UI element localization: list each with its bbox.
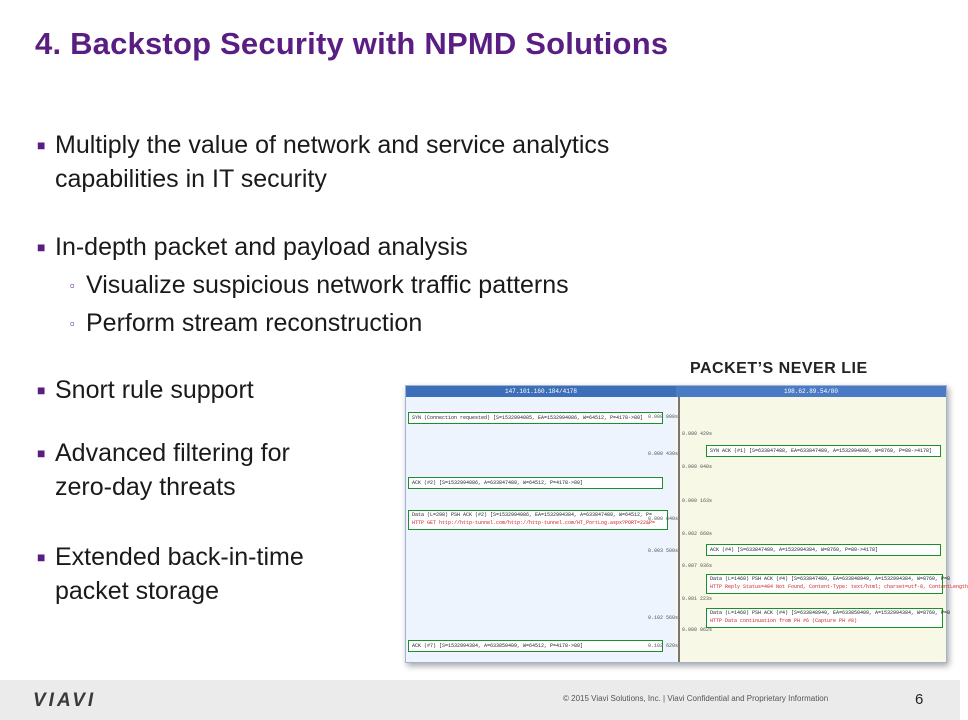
screenshot-caption: PACKET’S NEVER LIE <box>690 360 868 377</box>
bullet-marker: ■ <box>37 137 46 153</box>
bullet-text: Extended back-in-time <box>55 543 304 571</box>
time-label: 0.000 048s <box>682 464 713 470</box>
event-http-line: HTTP Data continuation from PH #6 (Captu… <box>710 618 858 624</box>
time-label: 0.000 062s <box>682 627 713 633</box>
bullet-marker: ■ <box>37 382 46 398</box>
time-label: 0.003 500s <box>648 548 679 554</box>
bullet-text: Snort rule support <box>55 376 254 404</box>
packet-event-data: Data (L=1460) PSH ACK (#4) [S=633847489,… <box>706 574 968 594</box>
bullet-text-cont: packet storage <box>55 577 219 605</box>
bullet-text: Advanced filtering for <box>55 439 290 467</box>
packet-event-data: Data (L=1460) PSH ACK (#4) [S=633848949,… <box>706 608 951 628</box>
event-line: Data (L=1460) PSH ACK (#4) [S=633847489,… <box>710 576 951 582</box>
bullet-text: Multiply the value of network and servic… <box>55 131 610 159</box>
bullet-marker: ■ <box>37 549 46 565</box>
sub-bullet-visualize: ▫ Visualize suspicious network traffic p… <box>70 268 569 302</box>
packet-event: ACK (#7) [S=1532994384, A=633850409, W=6… <box>408 640 663 652</box>
left-host-header: 147.101.160.184/4178 <box>406 386 676 397</box>
time-label: 0.000 429s <box>682 431 713 437</box>
time-label: 0.007 936s <box>682 563 713 569</box>
sub-bullet-text: Visualize suspicious network traffic pat… <box>86 271 569 299</box>
viavi-logo: VIAVI <box>33 690 97 711</box>
bullet-marker: ■ <box>37 445 46 461</box>
time-label: 0.001 223s <box>682 596 713 602</box>
bullet-filtering: ■ Advanced filtering for zero-day threat… <box>37 436 290 504</box>
bullet-text: In-depth packet and payload analysis <box>55 233 468 261</box>
time-label: 0.002 660s <box>682 531 713 537</box>
right-host-header: 198.62.89.54/80 <box>676 386 946 397</box>
timeline-axis <box>678 397 680 662</box>
time-label: 0.000 000s <box>648 414 679 420</box>
sub-bullet-reconstruction: ▫ Perform stream reconstruction <box>70 306 423 340</box>
bullet-snort: ■ Snort rule support <box>37 373 254 407</box>
bullet-analytics: ■ Multiply the value of network and serv… <box>37 128 610 196</box>
time-label: 0.102 560s <box>648 615 679 621</box>
sub-bullet-marker: ▫ <box>70 278 75 293</box>
event-line: Data (L=298) PSH ACK (#2) [S=1532994086,… <box>412 512 653 518</box>
packet-event: ACK (#4) [S=633847489, A=1532994384, W=8… <box>706 544 941 556</box>
packet-event: SYN ACK (#1) [S=633847488, EA=633847489,… <box>706 445 941 457</box>
packet-event: SYN (Connection requested) [S=1532994085… <box>408 412 663 424</box>
bullet-marker: ■ <box>37 239 46 255</box>
page-number: 6 <box>915 691 924 708</box>
bullet-text-cont: zero-day threats <box>55 473 236 501</box>
slide-title: 4. Backstop Security with NPMD Solutions <box>35 26 669 61</box>
time-label: 0.000 430s <box>648 451 679 457</box>
packet-event-data: Data (L=298) PSH ACK (#2) [S=1532994086,… <box>408 510 668 530</box>
bullet-text-cont: capabilities in IT security <box>55 165 327 193</box>
bullet-storage: ■ Extended back-in-time packet storage <box>37 540 304 608</box>
footer-bar <box>0 680 960 720</box>
packet-flow-screenshot: 147.101.160.184/4178 198.62.89.54/80 SYN… <box>405 385 968 663</box>
time-label: 0.102 620s <box>648 643 679 649</box>
time-label: 0.000 640s <box>648 516 679 522</box>
bullet-packet-analysis: ■ In-depth packet and payload analysis <box>37 230 468 264</box>
event-http-line: HTTP GET http://http-tunnel.com/http://h… <box>412 520 656 526</box>
sub-bullet-marker: ▫ <box>70 316 75 331</box>
packet-event: ACK (#2) [S=1532994086, A=633847489, W=6… <box>408 477 663 489</box>
event-http-line: HTTP Reply Status=404 Not Found, Content… <box>710 584 968 590</box>
event-line: Data (L=1460) PSH ACK (#4) [S=633848949,… <box>710 610 951 616</box>
copyright-notice: © 2015 Viavi Solutions, Inc. | Viavi Con… <box>563 694 829 703</box>
sub-bullet-text: Perform stream reconstruction <box>86 309 423 337</box>
time-label: 0.000 163s <box>682 498 713 504</box>
